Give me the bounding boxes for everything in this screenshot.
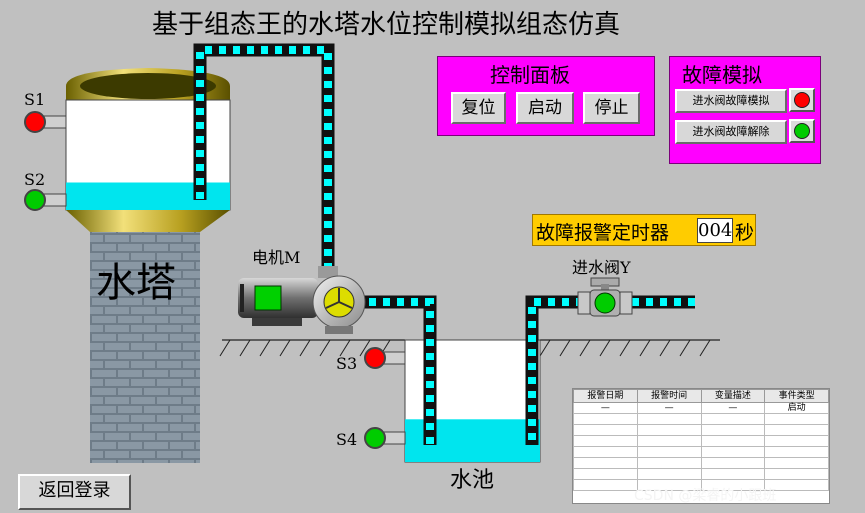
table-cell: 启动 [764,402,829,414]
red-lamp-icon [794,92,810,108]
fault-panel: 故障模拟 进水阀故障模拟 进水阀故障解除 [669,56,821,164]
table-row [573,435,829,447]
fault-lamp-red [789,88,815,112]
fault-lamp-green [789,119,815,143]
motor-label: 电机M [252,248,301,267]
pump [312,266,366,334]
valve-label: 进水阀Y [572,258,631,277]
watermark: CSDN @梁睿的小跟班 [634,488,777,504]
tower-cone [66,210,230,232]
inlet-valve [577,277,633,317]
fault-panel-title: 故障模拟 [682,63,762,87]
table-row [573,424,829,436]
return-login-button[interactable]: 返回登录 [18,474,131,510]
sensor-s2-indicator [24,189,46,211]
alarm-table[interactable]: 报警日期 报警时间 变量描述 事件类型 — — — 启动 [572,388,830,504]
ground-ticks [219,339,711,357]
table-cell: — [636,402,702,414]
sensor-s3-indicator [364,347,386,369]
table-row[interactable]: — — — 启动 [573,402,829,414]
table-row [573,446,829,458]
table-cell: — [573,402,638,414]
pipe-inlet [525,295,695,445]
label-s4: S4 [336,430,358,449]
tower-opening [80,73,216,99]
pool-label: 水池 [450,468,495,493]
pipe-from-pool [355,295,437,445]
timer-value: 004 [697,218,733,243]
control-panel-title: 控制面板 [490,63,570,87]
table-row [573,457,829,469]
sensor-s4-indicator [364,427,386,449]
label-s2: S2 [24,170,46,189]
green-lamp-icon [794,123,810,139]
column-header-description: 变量描述 [700,389,766,403]
table-row [573,413,829,425]
table-row [573,479,829,491]
column-header-event-type: 事件类型 [764,389,829,403]
tower-label: 水塔 [96,260,176,306]
sensor-s1-indicator [24,111,46,133]
alarm-table-header-row: 报警日期 报警时间 变量描述 事件类型 [573,389,829,403]
table-row [573,468,829,480]
column-header-date: 报警日期 [573,389,638,403]
table-cell: — [700,402,766,414]
motor [238,278,318,326]
label-s3: S3 [336,354,358,373]
label-s1: S1 [24,90,46,109]
control-panel: 控制面板 复位 启动 停止 [437,56,655,136]
stop-button[interactable]: 停止 [583,92,640,124]
reset-button[interactable]: 复位 [451,92,506,124]
pipe-to-tower [193,43,335,270]
sensor-mounts [43,115,406,445]
valve-fault-clear-button[interactable]: 进水阀故障解除 [675,120,787,144]
fault-alarm-timer: 故障报警定时器 004 秒 [532,214,756,246]
column-header-time: 报警时间 [636,389,702,403]
timer-label: 故障报警定时器 [536,222,670,244]
valve-fault-simulate-button[interactable]: 进水阀故障模拟 [675,89,787,113]
timer-unit: 秒 [735,222,755,244]
start-button[interactable]: 启动 [516,92,574,124]
tower-base [90,226,200,463]
page-title: 基于组态王的水塔水位控制模拟组态仿真 [152,10,621,40]
